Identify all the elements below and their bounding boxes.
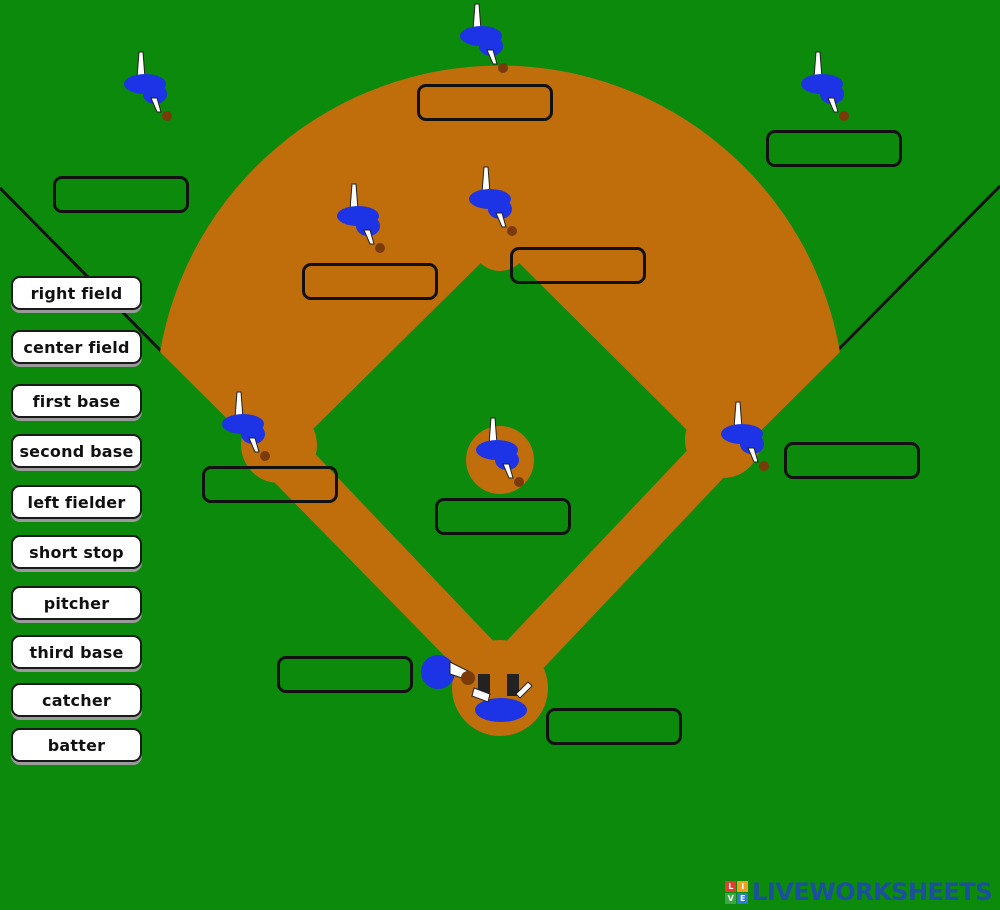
player-batter bbox=[471, 681, 533, 722]
drop-box-center-field[interactable] bbox=[417, 84, 553, 121]
drop-box-pitcher[interactable] bbox=[435, 498, 571, 535]
first-base-baseline bbox=[528, 453, 735, 671]
drop-box-second-base[interactable] bbox=[302, 263, 438, 300]
label-tile-left-fielder[interactable]: left fielder bbox=[11, 485, 142, 519]
player-first-base bbox=[222, 391, 270, 461]
label-tile-short-stop[interactable]: short stop bbox=[11, 535, 142, 569]
player-pitcher bbox=[476, 417, 524, 487]
drop-box-left-field[interactable] bbox=[766, 130, 902, 167]
label-tile-right-field[interactable]: right field bbox=[11, 276, 142, 310]
label-tile-third-base[interactable]: third base bbox=[11, 635, 142, 669]
player-short-stop bbox=[469, 166, 517, 236]
drop-box-batter[interactable] bbox=[546, 708, 682, 745]
third-base-baseline bbox=[263, 458, 472, 671]
player-right-field bbox=[124, 51, 172, 121]
player-center-field bbox=[460, 3, 508, 73]
liveworksheets-brand: L I V E LIVEWORKSHEETS bbox=[725, 878, 992, 906]
drop-box-first-base[interactable] bbox=[202, 466, 338, 503]
player-catcher bbox=[421, 655, 475, 689]
label-tile-batter[interactable]: batter bbox=[11, 728, 142, 762]
left-foul-line bbox=[0, 186, 164, 354]
logo-letter: I bbox=[737, 880, 749, 892]
player-second-base bbox=[337, 183, 385, 253]
brand-name: LIVEWORKSHEETS bbox=[752, 878, 992, 906]
label-tile-catcher[interactable]: catcher bbox=[11, 683, 142, 717]
logo-letter: L bbox=[725, 880, 737, 892]
drop-box-catcher[interactable] bbox=[277, 656, 413, 693]
batters-box-right bbox=[507, 674, 519, 696]
drop-box-right-field[interactable] bbox=[53, 176, 189, 213]
drop-box-short-stop[interactable] bbox=[510, 247, 646, 284]
logo-letter: V bbox=[725, 892, 737, 904]
right-foul-line bbox=[836, 184, 1000, 352]
label-tile-center-field[interactable]: center field bbox=[11, 330, 142, 364]
label-tile-first-base[interactable]: first base bbox=[11, 384, 142, 418]
player-left-field bbox=[801, 51, 849, 121]
liveworksheets-logo-icon: L I V E bbox=[725, 880, 749, 904]
label-tile-second-base[interactable]: second base bbox=[11, 434, 142, 468]
drop-box-third-base[interactable] bbox=[784, 442, 920, 479]
player-third-base bbox=[721, 401, 769, 471]
label-tile-pitcher[interactable]: pitcher bbox=[11, 586, 142, 620]
logo-letter: E bbox=[737, 892, 749, 904]
first-base-cutout bbox=[685, 402, 761, 478]
